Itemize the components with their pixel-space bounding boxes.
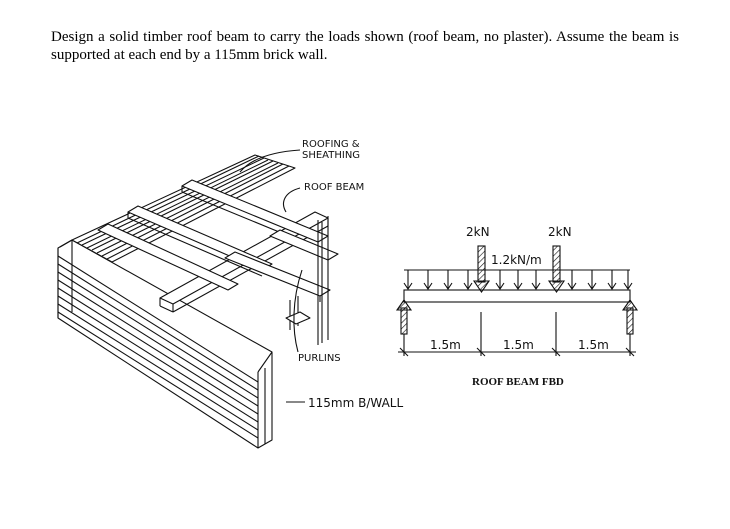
point-load-2-label: 2kN [548, 225, 572, 239]
posts [285, 216, 329, 345]
point-load-1-arrow [472, 245, 491, 293]
brick-wall [57, 239, 273, 449]
label-wall: 115mm B/WALL [308, 396, 403, 410]
point-load-1-label: 2kN [466, 225, 490, 239]
right-support [621, 299, 639, 356]
span-3-label: 1.5m [578, 338, 609, 352]
fbd [395, 245, 639, 357]
roof-sketch [57, 149, 339, 449]
udl-arrows [403, 270, 633, 290]
label-roofing: ROOFING & [302, 139, 360, 150]
fbd-caption: ROOF BEAM FBD [472, 376, 564, 388]
leader-purlins [293, 269, 303, 353]
left-support [395, 299, 413, 356]
span-1-label: 1.5m [430, 338, 461, 352]
fbd-beam [403, 289, 631, 303]
label-purlins: PURLINS [298, 353, 341, 364]
label-sheathing: SHEATHING [302, 150, 360, 161]
label-roof-beam: ROOF BEAM [304, 182, 364, 193]
leader-roof-beam [282, 187, 301, 213]
rafters [97, 179, 339, 302]
point-load-2-arrow [547, 245, 566, 293]
problem-statement: Design a solid timber roof beam to carry… [51, 29, 679, 63]
udl-label: 1.2kN/m [491, 253, 542, 267]
span-2-label: 1.5m [503, 338, 534, 352]
leader-roofing [239, 149, 301, 173]
